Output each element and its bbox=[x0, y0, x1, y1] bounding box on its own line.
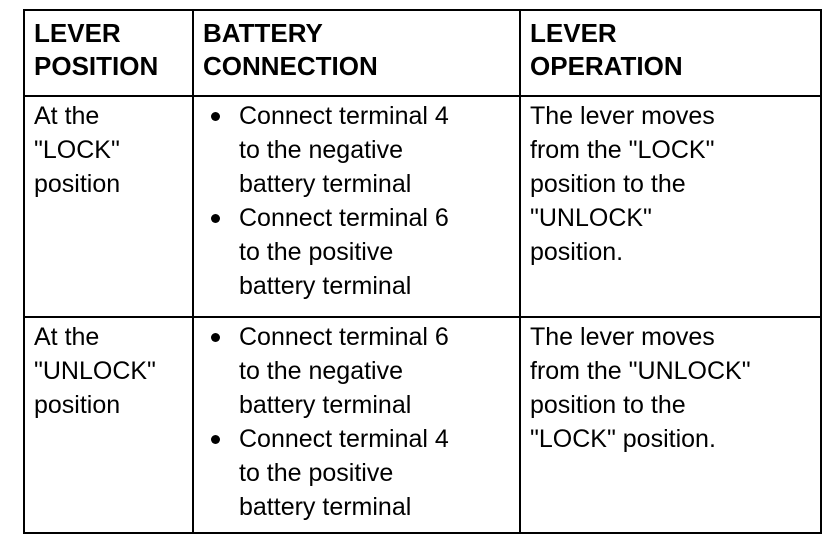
cell-line: The lever moves bbox=[530, 102, 715, 130]
header-line: LEVER bbox=[530, 18, 617, 48]
cell-line: to the negative bbox=[239, 357, 404, 385]
cell-line: "LOCK" bbox=[34, 136, 120, 164]
battery-connection-cell: Connect terminal 6 to the negative batte… bbox=[192, 316, 521, 534]
connection-step: Connect terminal 6 to the negative batte… bbox=[194, 320, 519, 422]
cell-line: "LOCK" position. bbox=[530, 425, 716, 453]
bullet-dot-icon bbox=[211, 214, 220, 223]
cell-line: battery terminal bbox=[239, 391, 412, 419]
cell-line: battery terminal bbox=[239, 170, 412, 198]
cell-line: battery terminal bbox=[239, 493, 412, 521]
lever-position-cell: At the "LOCK" position bbox=[23, 95, 194, 318]
connection-list: Connect terminal 4 to the negative batte… bbox=[194, 97, 519, 303]
header-line: POSITION bbox=[34, 51, 159, 81]
cell-line: position to the bbox=[530, 170, 686, 198]
cell-line: to the positive bbox=[239, 459, 394, 487]
cell-line: The lever moves bbox=[530, 323, 715, 351]
cell-line: position bbox=[34, 170, 121, 198]
cell-line: Connect terminal 6 bbox=[239, 323, 449, 351]
cell-line: At the bbox=[34, 102, 100, 130]
lever-operation-cell: The lever moves from the "LOCK" position… bbox=[519, 95, 822, 318]
bullet-dot-icon bbox=[211, 333, 220, 342]
cell-line: position to the bbox=[530, 391, 686, 419]
lever-position-cell: At the "UNLOCK" position bbox=[23, 316, 194, 534]
header-battery-connection: BATTERY CONNECTION bbox=[192, 9, 521, 97]
battery-connection-cell: Connect terminal 4 to the negative batte… bbox=[192, 95, 521, 318]
connection-step: Connect terminal 4 to the positive batte… bbox=[194, 422, 519, 524]
cell-line: position. bbox=[530, 238, 624, 266]
header-line: LEVER bbox=[34, 18, 121, 48]
header-lever-operation: LEVER OPERATION bbox=[519, 9, 822, 97]
connection-step: Connect terminal 6 to the positive batte… bbox=[194, 201, 519, 303]
cell-line: "UNLOCK" bbox=[34, 357, 156, 385]
lever-operation-cell: The lever moves from the "UNLOCK" positi… bbox=[519, 316, 822, 534]
bullet-dot-icon bbox=[211, 112, 220, 121]
table-header-row: LEVER POSITION BATTERY CONNECTION LEVER … bbox=[23, 9, 822, 97]
bullet-dot-icon bbox=[211, 435, 220, 444]
table-row: At the "LOCK" position Connect terminal … bbox=[23, 95, 822, 318]
cell-line: "UNLOCK" bbox=[530, 204, 652, 232]
table-row: At the "UNLOCK" position Connect termina… bbox=[23, 316, 822, 534]
lever-operation-table: LEVER POSITION BATTERY CONNECTION LEVER … bbox=[23, 9, 822, 534]
header-line: CONNECTION bbox=[203, 51, 378, 81]
cell-line: Connect terminal 4 bbox=[239, 102, 449, 130]
cell-line: battery terminal bbox=[239, 272, 412, 300]
cell-line: from the "UNLOCK" bbox=[530, 357, 751, 385]
cell-line: to the positive bbox=[239, 238, 394, 266]
cell-line: Connect terminal 6 bbox=[239, 204, 449, 232]
connection-step: Connect terminal 4 to the negative batte… bbox=[194, 99, 519, 201]
header-lever-position: LEVER POSITION bbox=[23, 9, 194, 97]
cell-line: Connect terminal 4 bbox=[239, 425, 449, 453]
cell-line: At the bbox=[34, 323, 100, 351]
header-line: OPERATION bbox=[530, 51, 683, 81]
cell-line: from the "LOCK" bbox=[530, 136, 715, 164]
header-line: BATTERY bbox=[203, 18, 323, 48]
cell-line: to the negative bbox=[239, 136, 404, 164]
cell-line: position bbox=[34, 391, 121, 419]
connection-list: Connect terminal 6 to the negative batte… bbox=[194, 318, 519, 524]
